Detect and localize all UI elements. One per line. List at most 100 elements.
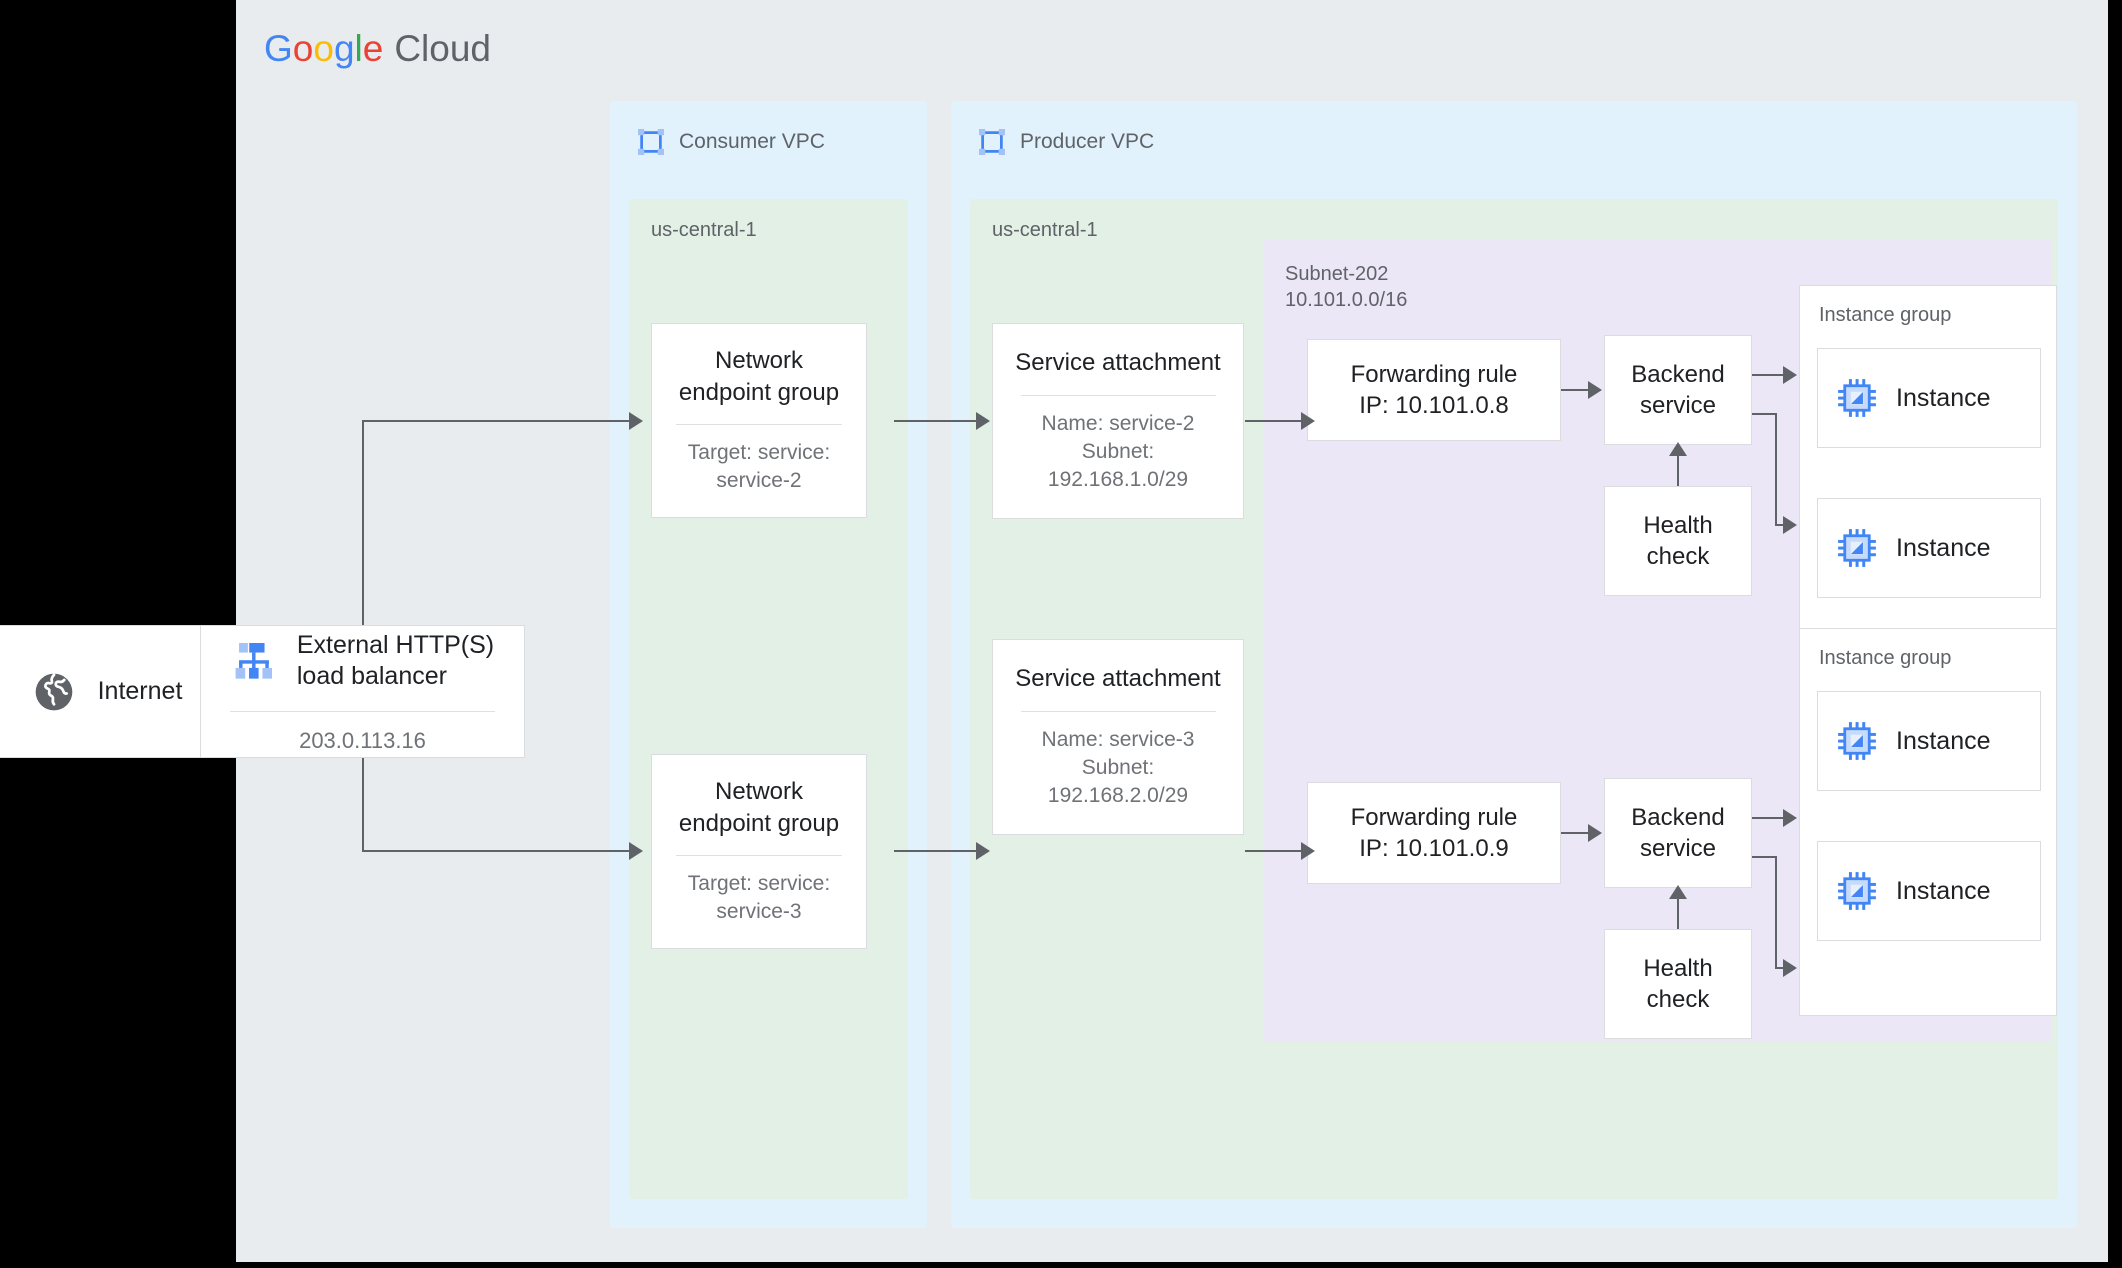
forwarding-rule-2-line2: IP: 10.101.0.9	[1359, 835, 1509, 862]
connector-bs2-elbow-v	[1775, 856, 1777, 968]
health-check-2-line1: Health	[1643, 954, 1713, 982]
service-attachment-2-subnet-cidr: 192.168.2.0/29	[1047, 784, 1189, 808]
backend-service-1-line1: Backend	[1631, 360, 1725, 388]
instance-icon	[1836, 870, 1878, 912]
arrow-hc2-to-bs2	[1669, 885, 1687, 899]
logo-letter-g2: g	[333, 28, 355, 69]
arrow-neg1-to-sa1	[976, 412, 990, 430]
producer-vpc-title: Producer VPC	[1020, 130, 1155, 153]
load-balancer-title: External HTTP(S) load balancer	[297, 630, 494, 693]
subnet-202-container: Subnet-202 10.101.0.0/16 Forwarding rule…	[1263, 239, 2057, 1042]
forwarding-rule-1-line1: Forwarding rule	[1350, 360, 1518, 388]
instance-2-2: Instance	[1817, 841, 2041, 941]
vpc-icon	[636, 127, 666, 157]
connector-fr1-to-bs1	[1561, 389, 1590, 391]
connector-hc2-to-bs2	[1677, 898, 1679, 929]
consumer-vpc-title: Consumer VPC	[679, 130, 825, 153]
arrow-bs1-to-instance12	[1783, 516, 1797, 534]
neg-1-divider	[675, 423, 843, 425]
load-balancer-icon	[231, 638, 277, 684]
service-attachment-1-divider	[1020, 394, 1216, 396]
load-balancer-ip: 203.0.113.16	[299, 727, 426, 753]
forwarding-rule-1: Forwarding rule IP: 10.101.0.8	[1307, 339, 1561, 441]
instance-group-2-label: Instance group	[1819, 647, 1952, 669]
consumer-vpc-header: Consumer VPC	[636, 127, 825, 157]
backend-service-2-line2: service	[1639, 835, 1717, 862]
service-attachment-1-subnet-label: Subnet:	[1081, 439, 1155, 463]
service-attachment-1: Service attachment Name: service-2 Subne…	[992, 323, 1244, 519]
logo-letter-e: e	[362, 28, 384, 69]
producer-vpc-header: Producer VPC	[977, 127, 1154, 157]
subnet-202-cidr: 10.101.0.0/16	[1285, 289, 1408, 312]
connector-lb-up-v	[362, 420, 364, 626]
neg-2-title-line1: Network	[714, 778, 804, 806]
instance-2-1-label: Instance	[1896, 726, 1991, 755]
globe-icon	[32, 670, 76, 714]
logo-cloud-word: Cloud	[394, 28, 492, 69]
arrow-hc1-to-bs1	[1669, 442, 1687, 456]
service-attachment-2-title: Service attachment	[1015, 665, 1221, 693]
connector-bs2-to-instance21	[1752, 817, 1785, 819]
instance-icon	[1836, 377, 1878, 419]
service-attachment-1-subnet-cidr: 192.168.1.0/29	[1047, 468, 1189, 492]
instance-1-1-label: Instance	[1896, 383, 1991, 412]
instance-1-2: Instance	[1817, 498, 2041, 598]
backend-service-2-line1: Backend	[1631, 803, 1725, 831]
health-check-1-line1: Health	[1643, 511, 1713, 539]
connector-hc1-to-bs1	[1677, 455, 1679, 486]
arrow-bs1-to-instance11	[1783, 366, 1797, 384]
instance-1-2-label: Instance	[1896, 533, 1991, 562]
connector-lb-down-h	[362, 850, 631, 852]
subnet-202-label: Subnet-202 10.101.0.0/16	[1285, 261, 1407, 314]
connector-bs1-to-instance11	[1752, 374, 1785, 376]
producer-region-label: us-central-1	[992, 219, 1098, 241]
load-balancer-node: External HTTP(S) load balancer 203.0.113…	[200, 625, 525, 758]
arrow-lb-to-neg1	[629, 412, 643, 430]
connector-bs1-elbow-h1	[1752, 413, 1777, 415]
load-balancer-divider	[230, 710, 495, 712]
connector-bs2-elbow-h2	[1775, 967, 1785, 969]
neg-2-target-line1: Target: service:	[687, 871, 831, 895]
logo-letter-o1: o	[292, 28, 314, 69]
logo-letter-o2: o	[313, 28, 334, 69]
forwarding-rule-1-line2: IP: 10.101.0.8	[1359, 392, 1509, 419]
instance-icon	[1836, 720, 1878, 762]
forwarding-rule-2: Forwarding rule IP: 10.101.0.9	[1307, 782, 1561, 884]
service-attachment-2-divider	[1020, 710, 1216, 712]
connector-bs1-elbow-v	[1775, 413, 1777, 525]
neg-2-target-line2: service-3	[716, 900, 802, 924]
neg-1-target-line2: service-2	[716, 469, 802, 493]
neg-1-target-line1: Target: service:	[687, 440, 831, 464]
internet-label: Internet	[97, 677, 183, 705]
logo-letter-g1: G	[264, 28, 293, 69]
backend-service-1: Backend service	[1604, 335, 1752, 445]
backend-service-1-line2: service	[1639, 392, 1717, 419]
forwarding-rule-2-line1: Forwarding rule	[1350, 803, 1518, 831]
health-check-2-line2: check	[1646, 986, 1710, 1013]
connector-lb-down-v	[362, 757, 364, 852]
arrow-sa2-to-fr2	[1301, 842, 1315, 860]
connector-sa2-to-fr2	[1245, 850, 1303, 852]
subnet-202-name: Subnet-202	[1285, 263, 1389, 285]
arrow-bs2-to-instance22	[1783, 959, 1797, 977]
network-endpoint-group-1: Network endpoint group Target: service: …	[651, 323, 867, 518]
service-attachment-1-title: Service attachment	[1015, 349, 1221, 377]
arrow-fr2-to-bs2	[1588, 824, 1602, 842]
connector-fr2-to-bs2	[1561, 832, 1590, 834]
arrow-neg2-to-sa2	[976, 842, 990, 860]
health-check-2: Health check	[1604, 929, 1752, 1039]
backend-service-2: Backend service	[1604, 778, 1752, 888]
instance-group-1: Instance group	[1799, 285, 2057, 673]
service-attachment-2: Service attachment Name: service-3 Subne…	[992, 639, 1244, 835]
health-check-1-line2: check	[1646, 543, 1710, 570]
arrow-fr1-to-bs1	[1588, 381, 1602, 399]
connector-neg2-to-sa2	[894, 850, 978, 852]
instance-2-1: Instance	[1817, 691, 2041, 791]
arrow-lb-to-neg2	[629, 842, 643, 860]
service-attachment-2-subnet-label: Subnet:	[1081, 755, 1155, 779]
instance-group-1-label: Instance group	[1819, 304, 1952, 326]
neg-1-title-line2: endpoint group	[678, 378, 840, 406]
